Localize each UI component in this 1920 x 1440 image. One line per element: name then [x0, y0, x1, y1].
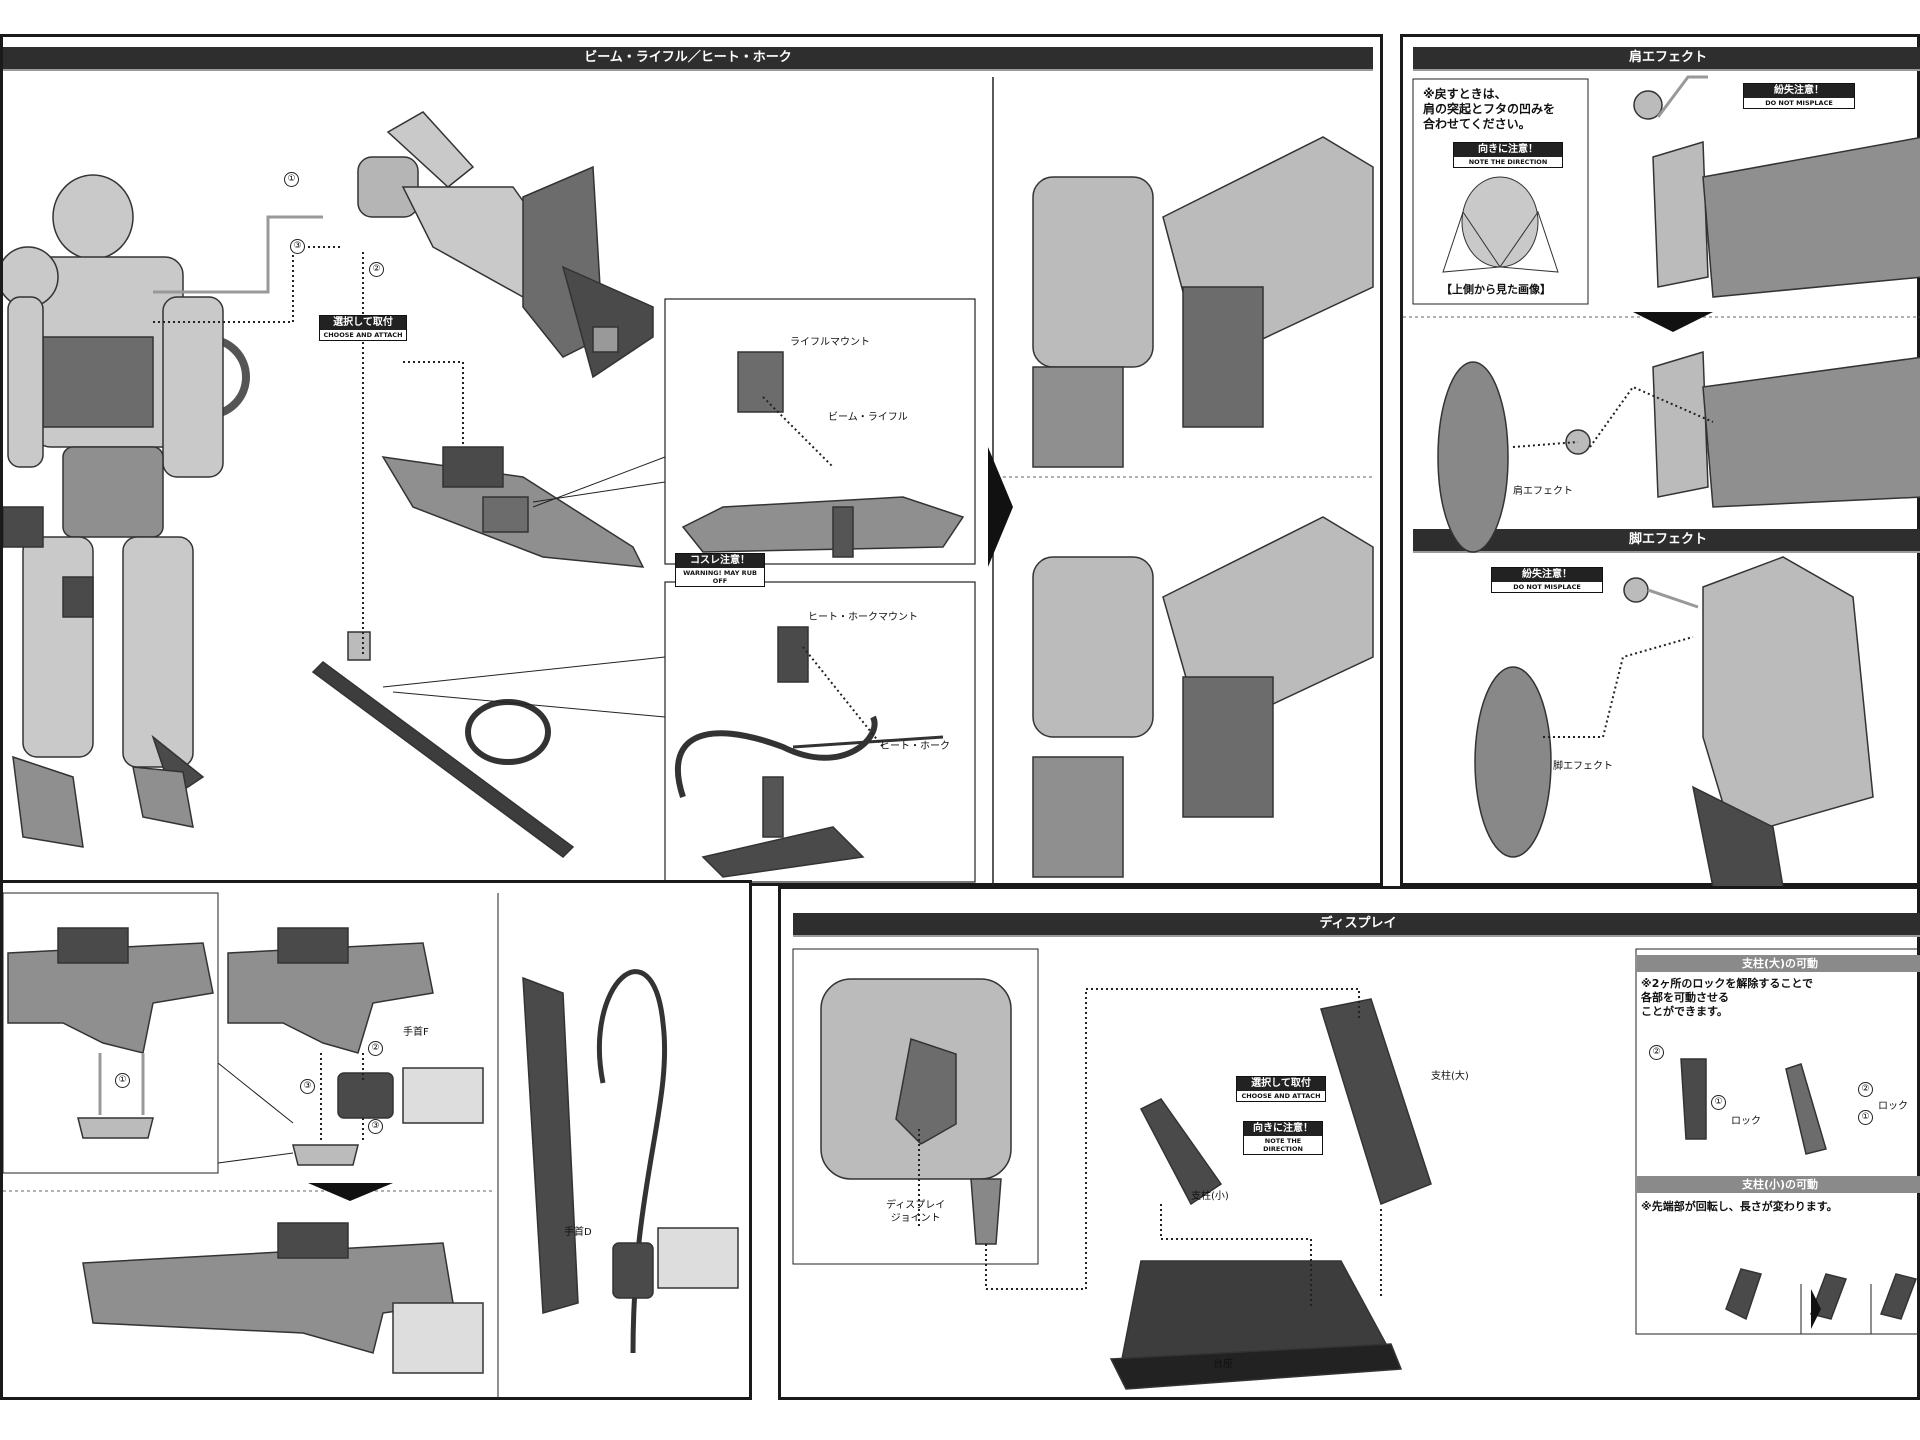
- display-illustration: [792, 948, 1920, 1390]
- hand-step-1: ①: [115, 1073, 130, 1088]
- display-direction-tag: 向きに注意！ NOTE THE DIRECTION: [1243, 1121, 1323, 1155]
- choose-attach-tag: 選択して取付 CHOOSE AND ATTACH: [319, 315, 407, 341]
- large-pillar-note: ※2ヶ所のロックを解除することで 各部を可動させる ことができます。: [1641, 977, 1814, 1018]
- shoulder-effect-label: 肩エフェクト: [1513, 486, 1573, 497]
- large-step-2: ②: [1649, 1045, 1664, 1060]
- display-title: ディスプレイ: [793, 913, 1920, 937]
- robot-figure: [3, 174, 250, 848]
- leg-effect-label: 脚エフェクト: [1553, 761, 1613, 772]
- hand-d-label: 手首D: [564, 1227, 592, 1238]
- lock-label: ロック: [1731, 1116, 1761, 1127]
- lock-label-2: ロック: [1878, 1101, 1908, 1112]
- large-step-1b: ①: [1858, 1110, 1873, 1125]
- small-pillar-box-title: 支柱(小)の可動: [1637, 1176, 1920, 1193]
- large-pillar-box-title: 支柱(大)の可動: [1637, 955, 1920, 972]
- weapons-panel: ビーム・ライフル／ヒート・ホーク: [0, 34, 1383, 887]
- hands-illustration: [3, 892, 739, 1398]
- step-1: ①: [284, 172, 299, 187]
- rifle-mount-label: ライフルマウント: [790, 337, 870, 348]
- top-view-caption: 【上側から見た画像】: [1441, 283, 1551, 296]
- large-step-2b: ②: [1858, 1082, 1873, 1097]
- display-choose-tag: 選択して取付 CHOOSE AND ATTACH: [1236, 1076, 1326, 1102]
- display-joint-label: ディスプレイ ジョイント: [886, 1200, 946, 1224]
- hand-step-3b: ③: [368, 1119, 383, 1134]
- step-2: ②: [369, 262, 384, 277]
- hand-step-2: ②: [368, 1041, 383, 1056]
- arm-illustration: [357, 111, 654, 379]
- rub-off-warning-tag: コスレ注意！ WARNING! MAY RUB OFF: [675, 553, 765, 587]
- small-pillar-note: ※先端部が回転し、長さが変わります。: [1641, 1200, 1838, 1213]
- display-panel: ディスプレイ 支柱(大)の可動 ※2ヶ所のロックを解除することで 各部: [778, 886, 1920, 1400]
- pillar-small-label: 支柱(小): [1191, 1191, 1229, 1202]
- leg-misplace-tag: 紛失注意！ DO NOT MISPLACE: [1491, 567, 1603, 593]
- shoulder-title: 肩エフェクト: [1413, 47, 1920, 71]
- hand-f-label: 手首F: [403, 1027, 429, 1038]
- large-step-1: ①: [1711, 1095, 1726, 1110]
- step-3: ③: [290, 239, 305, 254]
- shoulder-misplace-tag: 紛失注意！ DO NOT MISPLACE: [1743, 83, 1855, 109]
- weapons-title: ビーム・ライフル／ヒート・ホーク: [3, 47, 1373, 71]
- beam-rifle-label: ビーム・ライフル: [828, 412, 908, 423]
- weapons-illustration: [3, 77, 1374, 887]
- base-label: 台座: [1213, 1359, 1233, 1370]
- effects-illustration: [1403, 75, 1920, 887]
- shoulder-note: ※戻すときは、 肩の突起とフタの凹みを 合わせてください。: [1423, 87, 1556, 131]
- hands-panel: ① ③ ② ③ 手首F 手首D: [0, 880, 752, 1400]
- hawk-mount-label: ヒート・ホークマウント: [808, 612, 918, 623]
- hand-step-3: ③: [300, 1079, 315, 1094]
- pillar-large-label: 支柱(大): [1431, 1071, 1469, 1082]
- shoulder-direction-tag: 向きに注意！ NOTE THE DIRECTION: [1453, 142, 1563, 168]
- effects-panel: 肩エフェクト 脚エフェクト ※戻すときは、 肩の突起とフタ: [1400, 34, 1920, 887]
- leg-title: 脚エフェクト: [1413, 529, 1920, 553]
- heat-hawk-label: ヒート・ホーク: [880, 741, 950, 752]
